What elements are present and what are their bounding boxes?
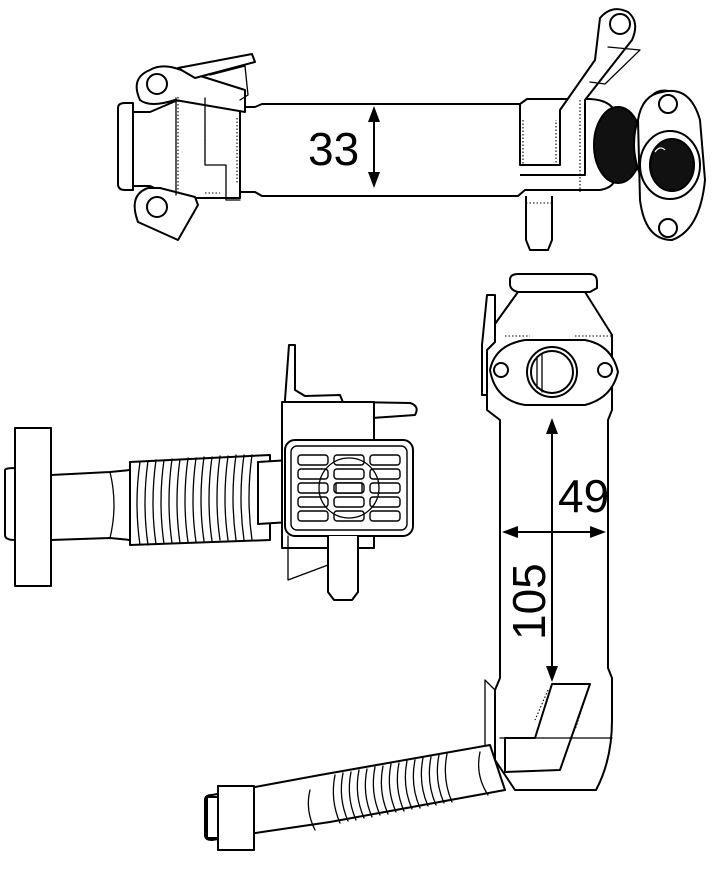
dimension-49-label: 49: [558, 470, 609, 522]
dimension-33-label: 33: [308, 123, 359, 175]
core-grid: [297, 454, 401, 522]
top-view: 33: [117, 8, 706, 251]
front-view: 49 105: [204, 273, 619, 851]
dimension-105-label: 105: [503, 563, 555, 640]
side-view: [4, 344, 418, 601]
